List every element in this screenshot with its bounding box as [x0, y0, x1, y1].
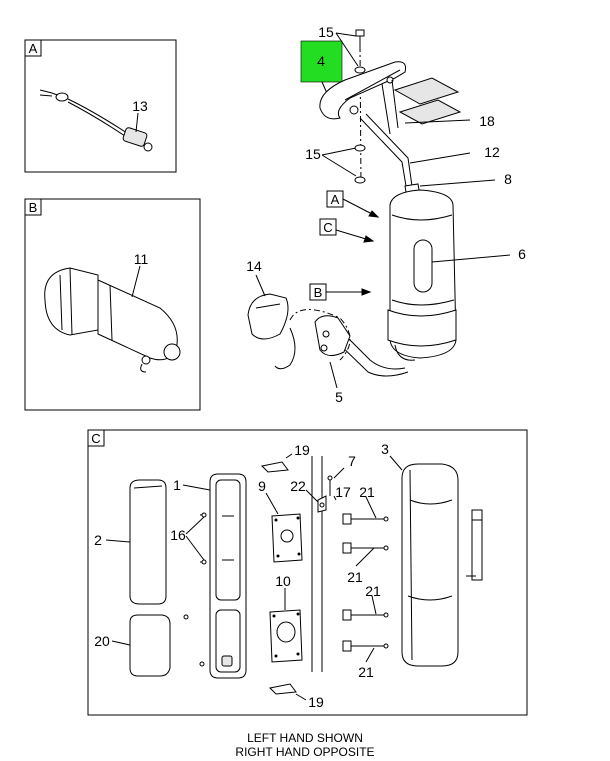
- callout-18: 18: [479, 113, 495, 129]
- callout-3: 3: [381, 441, 389, 457]
- ref-label-a: A: [331, 192, 340, 207]
- callout-6: 6: [518, 246, 526, 262]
- callout-20: 20: [94, 633, 110, 649]
- callout-22: 22: [290, 478, 306, 494]
- callout-7: 7: [348, 453, 356, 469]
- callout-21-d: 21: [358, 664, 374, 680]
- callout-21-c: 21: [365, 583, 381, 599]
- callout-1: 1: [173, 477, 181, 493]
- callout-15-lower: 15: [305, 146, 321, 162]
- ref-label-b: B: [314, 285, 323, 300]
- callout-11: 11: [134, 251, 149, 267]
- callout-19-top: 19: [294, 442, 310, 458]
- callout-15-top: 15: [318, 24, 334, 40]
- callout-9: 9: [258, 478, 266, 494]
- terminals: [342, 513, 389, 652]
- callout-19-bottom: 19: [308, 694, 324, 710]
- callout-14: 14: [246, 258, 262, 274]
- inset-c: C 2 20 1 16 9: [87, 429, 528, 716]
- inset-c-label: C: [91, 431, 100, 446]
- main-assembly: 4 15 18 12 15 8: [246, 24, 526, 405]
- callout-10: 10: [275, 573, 291, 589]
- caption-line-1: LEFT HAND SHOWN: [247, 731, 363, 745]
- callout-2: 2: [94, 532, 102, 548]
- inset-a: A 13: [24, 39, 177, 173]
- harness-drawing: [39, 89, 153, 152]
- callout-16: 16: [170, 527, 186, 543]
- callout-5: 5: [335, 389, 343, 405]
- caption-line-2: RIGHT HAND OPPOSITE: [235, 745, 375, 759]
- inset-b: B 11: [24, 198, 201, 411]
- inset-a-label: A: [29, 41, 38, 56]
- highlight-box: [300, 40, 343, 83]
- connector-drawing: [44, 267, 181, 373]
- ref-label-c: C: [323, 220, 332, 235]
- callout-12: 12: [484, 144, 500, 160]
- callout-21-a: 21: [359, 484, 375, 500]
- callout-13: 13: [132, 98, 148, 114]
- callout-4: 4: [317, 53, 325, 69]
- callout-21-b: 21: [347, 569, 363, 585]
- callout-17: 17: [335, 484, 351, 500]
- inset-b-label: B: [29, 200, 38, 215]
- callout-8: 8: [504, 171, 512, 187]
